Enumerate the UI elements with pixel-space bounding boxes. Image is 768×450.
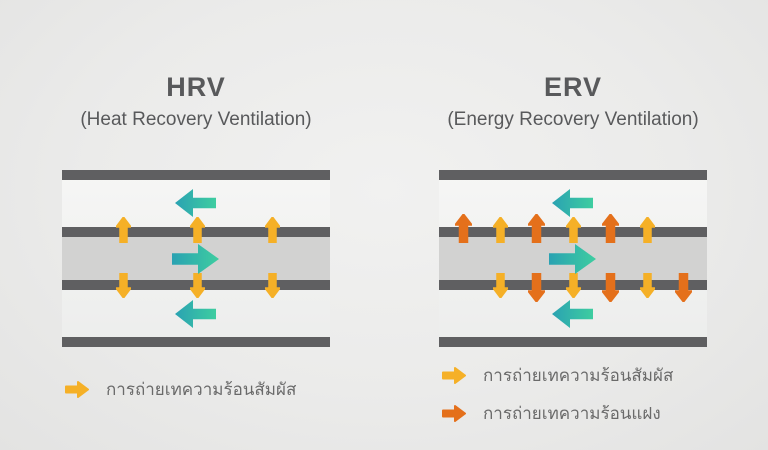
hrv-heat-exchanger-diagram bbox=[62, 170, 330, 347]
airflow-right-arrow-icon bbox=[549, 244, 596, 274]
latent-heat-up-arrow-icon bbox=[527, 213, 546, 244]
latent-heat-down-arrow-icon bbox=[527, 272, 546, 303]
sensible-heat-up-arrow-icon bbox=[189, 216, 206, 244]
airflow-left-arrow-icon bbox=[552, 300, 593, 328]
exchanger-plate bbox=[439, 337, 707, 347]
sensible-heat-up-arrow-icon bbox=[264, 216, 281, 244]
hrv-title: HRV bbox=[166, 72, 226, 102]
exchanger-plate bbox=[62, 337, 330, 347]
latent-heat-up-arrow-icon bbox=[454, 213, 473, 244]
latent-heat-up-arrow-icon bbox=[601, 213, 620, 244]
sensible-heat-up-arrow-icon bbox=[639, 216, 656, 244]
sensible-heat-up-arrow-icon bbox=[565, 216, 582, 244]
erv-heat-exchanger-diagram bbox=[439, 170, 707, 347]
erv-subtitle: (Energy Recovery Ventilation) bbox=[447, 109, 699, 131]
sensible-heat-down-arrow-icon bbox=[264, 272, 281, 299]
latent-heat-arrow-icon bbox=[442, 405, 466, 422]
exchanger-plate bbox=[439, 170, 707, 180]
sensible-heat-arrow-icon bbox=[65, 381, 89, 398]
latent-heat-down-arrow-icon bbox=[601, 272, 620, 303]
airflow-left-arrow-icon bbox=[175, 189, 216, 217]
hrv-legend: การถ่ายเทความร้อนสัมผัส bbox=[62, 376, 296, 403]
sensible-heat-down-arrow-icon bbox=[189, 272, 206, 299]
sensible-heat-up-arrow-icon bbox=[115, 216, 132, 244]
sensible-heat-up-arrow-icon bbox=[492, 216, 509, 244]
hrv-subtitle: (Heat Recovery Ventilation) bbox=[80, 109, 312, 131]
sensible-heat-legend-label: การถ่ายเทความร้อนสัมผัส bbox=[106, 380, 297, 399]
exchanger-plate bbox=[62, 170, 330, 180]
sensible-heat-legend-row: การถ่ายเทความร้อนสัมผัส bbox=[439, 362, 673, 389]
latent-heat-legend-label: การถ่ายเทความร้อนแฝง bbox=[483, 404, 661, 423]
sensible-heat-down-arrow-icon bbox=[492, 272, 509, 299]
sensible-heat-down-arrow-icon bbox=[639, 272, 656, 299]
latent-heat-down-arrow-icon bbox=[674, 272, 693, 303]
sensible-heat-down-arrow-icon bbox=[565, 272, 582, 299]
sensible-heat-legend-label: การถ่ายเทความร้อนสัมผัส bbox=[483, 366, 674, 385]
sensible-heat-arrow-icon bbox=[442, 367, 466, 384]
erv-title: ERV bbox=[543, 72, 603, 102]
sensible-heat-legend-row: การถ่ายเทความร้อนสัมผัส bbox=[62, 376, 296, 403]
latent-heat-legend-row: การถ่ายเทความร้อนแฝง bbox=[439, 400, 673, 427]
airflow-left-arrow-icon bbox=[175, 300, 216, 328]
airflow-left-arrow-icon bbox=[552, 189, 593, 217]
hrv-panel: HRV (Heat Recovery Ventilation) การถ่ายเ… bbox=[62, 72, 330, 399]
airflow-right-arrow-icon bbox=[172, 244, 219, 274]
erv-legend: การถ่ายเทความร้อนสัมผัสการถ่ายเทความร้อน… bbox=[439, 362, 673, 427]
sensible-heat-down-arrow-icon bbox=[115, 272, 132, 299]
erv-panel: ERV (Energy Recovery Ventilation) การถ่า… bbox=[439, 72, 707, 423]
